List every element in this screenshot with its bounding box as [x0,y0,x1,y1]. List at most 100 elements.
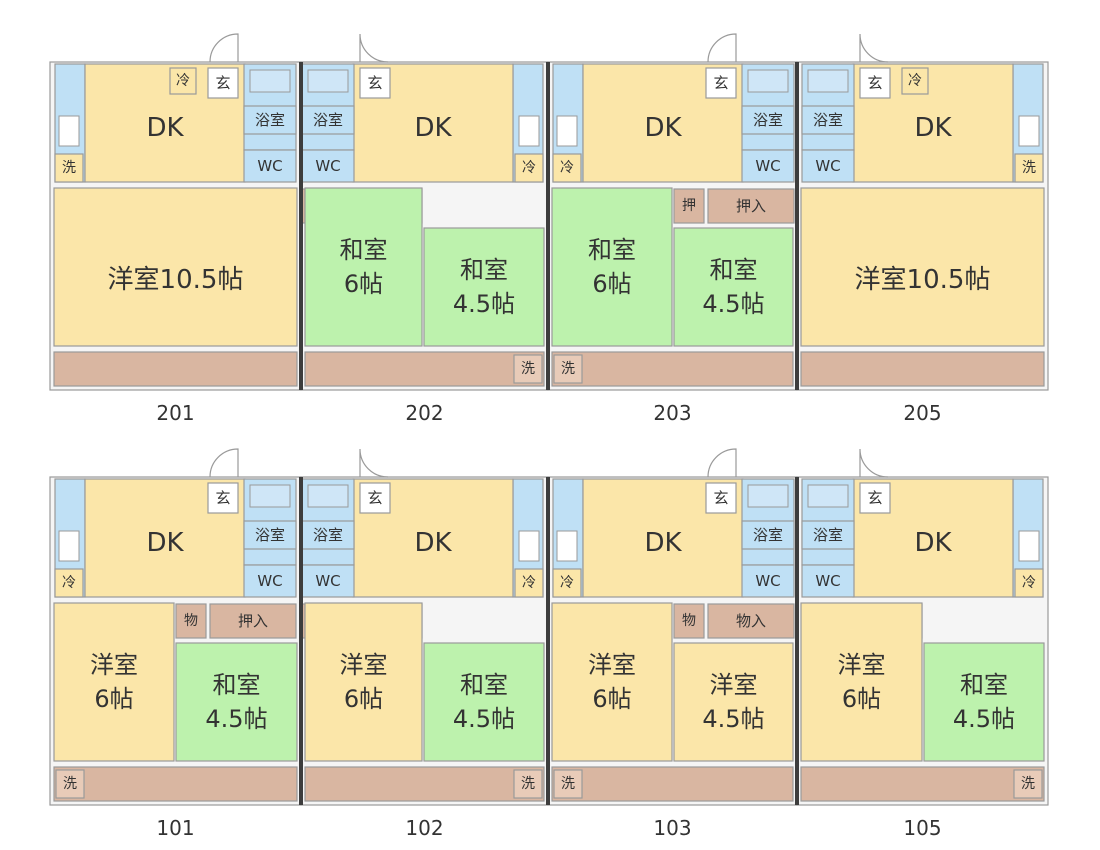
fridge-label-box [54,568,84,598]
sink-icon [556,115,578,147]
room-inner-label: 洋室 [838,651,886,679]
bathtub-icon [307,69,349,93]
wc-label: WC [815,157,840,175]
veranda [800,351,1045,387]
veranda-washer-label: 洗 [561,776,575,792]
room-inner-size: 4.5帖 [702,705,764,733]
veranda-washer-label-box [553,354,583,384]
room-inner [800,602,923,762]
veranda-washer-label: 洗 [561,361,575,377]
room-inner-size: 4.5帖 [702,290,764,318]
wc-room [243,564,297,598]
wc-room [301,149,355,183]
room-outer-label: 和室 [588,236,636,264]
dk-label: DK [644,528,682,558]
fridge-label-box [514,568,544,598]
wc-label: WC [755,157,780,175]
entrance-label: 玄 [367,489,382,507]
wc-room [243,149,297,183]
bathtub-icon [249,484,291,508]
room-inner-label: 和室 [340,236,388,264]
bathtub-icon [807,484,849,508]
bath-label-box [801,520,855,550]
entrance-label-box [859,67,891,99]
unit-103: DK玄浴室WC冷物物入洋室6帖洋室4.5帖洗103 [547,448,798,840]
bath-label: 浴室 [813,526,843,544]
partition-wall [546,62,550,390]
storage-large-label: 押入 [238,612,268,630]
entrance-door-icon [707,448,737,478]
partition-wall [299,477,303,805]
washer-label-box [54,153,84,183]
wc-room [741,564,795,598]
bath-label: 浴室 [313,526,343,544]
washer-label: 洗 [62,160,76,176]
entrance-label: 玄 [367,74,382,92]
wc-label: WC [257,157,282,175]
unit-number: 103 [653,816,691,840]
room-inner-label: 洋室 [340,651,388,679]
room-inner [304,602,423,762]
dk-label: DK [146,113,184,143]
room-outer-size: 4.5帖 [453,290,515,318]
sink-icon [1018,115,1040,147]
wc-room [301,564,355,598]
room-outer [551,602,673,762]
bath-label: 浴室 [255,111,285,129]
washer-label: 洗 [1022,160,1036,176]
partition-wall [546,477,550,805]
room-outer-size: 6帖 [592,270,631,298]
room-label: 洋室10.5帖 [108,265,244,295]
entrance-label-box [705,482,737,514]
room-inner-size: 6帖 [344,685,383,713]
room-inner-size: 6帖 [344,270,383,298]
entrance-label-box [359,482,391,514]
fridge-label-box [552,568,582,598]
dk-label: DK [644,113,682,143]
fridge-label: 冷 [176,73,190,89]
room-inner [304,187,423,347]
unit-number: 101 [156,816,194,840]
unit-number: 205 [903,401,941,425]
veranda [53,766,298,802]
room-outer [53,602,175,762]
sink-icon [518,530,540,562]
room [800,187,1045,347]
veranda-washer-label: 洗 [521,361,535,377]
sink-icon [1018,530,1040,562]
veranda-washer-label: 洗 [521,776,535,792]
veranda [800,766,1045,802]
room-outer-size: 6帖 [94,685,133,713]
room-outer-label: 和室 [460,256,508,284]
storage-small-label: 物 [184,613,198,629]
storage-large-label: 押入 [736,197,766,215]
storage-small-label: 物 [682,613,696,629]
wc-label: WC [755,572,780,590]
entrance-door-icon [707,33,737,63]
entrance-door-icon [859,33,889,63]
bathtub-icon [807,69,849,93]
fridge-label-box [901,67,929,95]
wc-room [801,564,855,598]
fridge-label: 冷 [62,575,76,591]
washer-label-box [1014,153,1044,183]
veranda-washer-label-box [553,769,583,799]
veranda [551,766,794,802]
veranda-washer-label-box [513,354,543,384]
bath-label-box [741,520,795,550]
bath-label-box [301,105,355,135]
fridge-label-box [1014,568,1044,598]
room-inner-label: 洋室 [710,671,758,699]
room [53,187,298,347]
room-inner-label: 和室 [710,256,758,284]
bath-label-box [243,105,297,135]
entrance-door-icon [359,448,389,478]
veranda [304,766,545,802]
wc-room [741,149,795,183]
fridge-label: 冷 [908,73,922,89]
